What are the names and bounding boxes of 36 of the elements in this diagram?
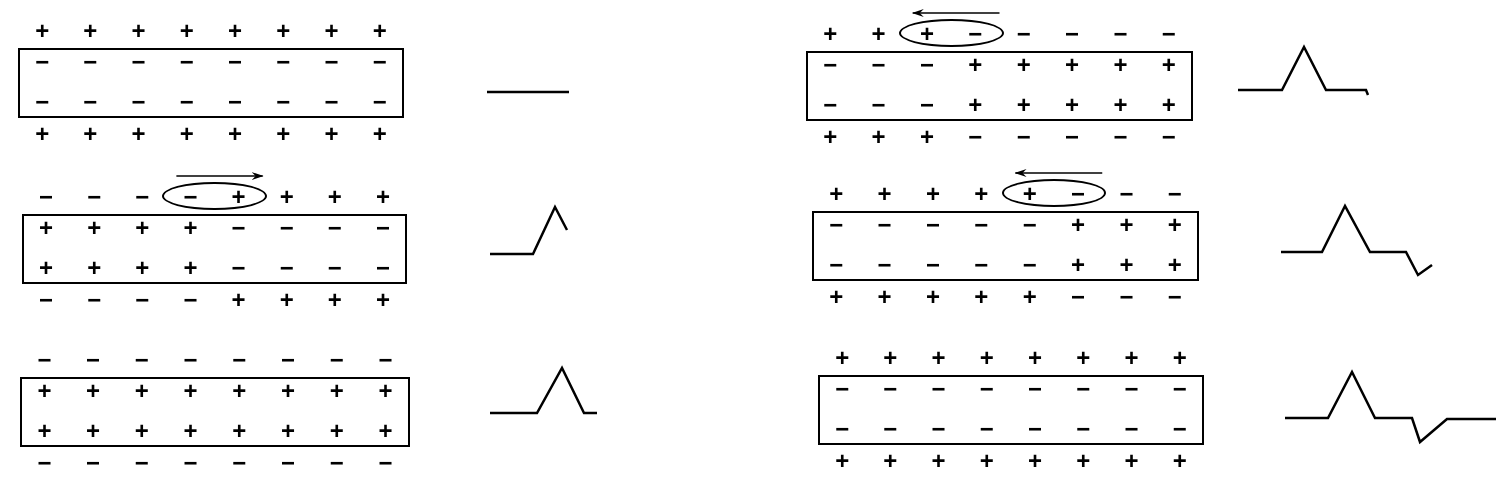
charge-signs: + + + + + + + + [34,19,388,43]
charge-signs: + + + [278,185,391,209]
nerve-fiber-box [818,375,1204,445]
charge-signs: + + + + + + + + [36,379,394,403]
impulse-ellipse: + − [1001,179,1107,207]
charge-signs: − − − − − + + + [828,213,1183,237]
charge-signs: + + + + + − − − [828,285,1183,309]
charge-signs: − − − − − + + + [828,253,1183,277]
charge-signs: − − − [38,185,151,209]
charge-signs: − − − − − − − − [34,90,388,114]
nerve-fiber-box [20,377,410,447]
charge-signs: − − − − − − − − [36,451,394,475]
charge-signs: − − − − [1015,22,1177,46]
charge-signs: − − − − − − − − [36,348,394,372]
charge-signs: − − − + + + + + [822,53,1177,77]
charge-signs: + + + + + + + + [36,419,394,443]
impulse-ellipse: − + [162,182,267,210]
charge-signs: + + + + + + + + [834,449,1188,473]
charge-signs: + + + + − − − − [38,256,391,280]
charge-signs: + + + + + + + + [834,346,1188,370]
nerve-fiber-box [812,211,1199,281]
nerve-fiber-box [806,51,1193,121]
charge-signs: − − − − + + + + [38,288,391,312]
nerve-fiber-box [22,214,407,284]
charge-signs: − − − + + + + + [822,93,1177,117]
charge-signs: + + + + + + + + [34,122,388,146]
charge-signs: − − − − − − − − [834,377,1188,401]
charge-signs: − − − − − − − − [34,50,388,74]
charge-signs: + + + + − − − − [38,216,391,240]
impulse-ellipse: + − [898,19,1004,47]
charge-signs: − − [1118,182,1183,206]
charge-signs: − − − − − − − − [834,417,1188,441]
charge-signs: + + + − − − − − [822,125,1177,149]
charge-signs: + + + + [828,182,990,206]
charge-signs: + + [822,22,887,46]
nerve-fiber-box [18,48,404,118]
